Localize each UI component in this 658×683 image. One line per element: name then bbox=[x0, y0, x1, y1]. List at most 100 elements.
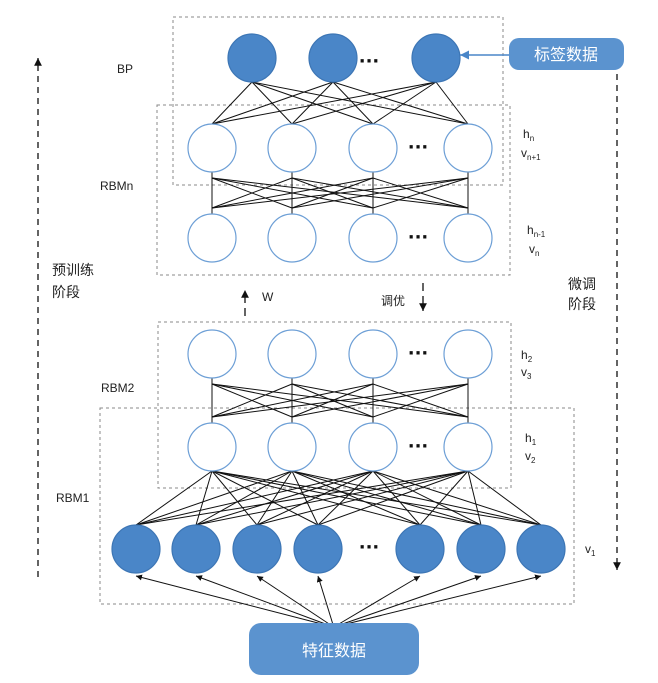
ellipsis-hn1: ··· bbox=[408, 227, 429, 248]
h1-v1-edge bbox=[419, 470, 469, 526]
label-pretrain-2: 阶段 bbox=[52, 285, 80, 301]
rbm2-edge bbox=[291, 383, 374, 418]
label-v3: v3 bbox=[521, 365, 532, 381]
v1-node bbox=[111, 524, 161, 574]
label-vn1: vn+1 bbox=[521, 146, 541, 162]
feature-input-arrow bbox=[316, 575, 334, 625]
label-data-text: 标签数据 bbox=[534, 45, 598, 64]
connections bbox=[135, 81, 542, 625]
h1-v1-edge bbox=[135, 470, 374, 526]
feature-data-text: 特征数据 bbox=[302, 641, 366, 660]
label-finetune-1: 微调 bbox=[568, 277, 596, 293]
label-v2: v2 bbox=[525, 449, 536, 465]
ellipsis-h2: ··· bbox=[408, 343, 429, 364]
h2-node bbox=[348, 329, 398, 379]
label-vn: vn bbox=[529, 242, 539, 258]
rbm2-edge bbox=[291, 383, 469, 418]
hn1-node bbox=[348, 213, 398, 263]
v1-node bbox=[293, 524, 343, 574]
label-rbm1: RBM1 bbox=[56, 491, 90, 505]
bp-hn-edge bbox=[332, 81, 469, 125]
v1-node bbox=[171, 524, 221, 574]
bp-hn-edge bbox=[211, 81, 334, 125]
h1-v1-edge bbox=[211, 470, 319, 526]
h1-v1-edge bbox=[211, 470, 482, 526]
rbm1-box bbox=[99, 407, 575, 605]
h1-node bbox=[443, 422, 493, 472]
hn-node bbox=[267, 123, 317, 173]
h1-v1-edge bbox=[135, 470, 213, 526]
v1-node bbox=[232, 524, 282, 574]
hn-node bbox=[348, 123, 398, 173]
rbmn-edge bbox=[291, 177, 374, 209]
bp-hn-edge bbox=[251, 81, 469, 125]
rbmn-box bbox=[156, 104, 511, 276]
h1-v1-edge bbox=[195, 470, 374, 526]
h1-node bbox=[267, 422, 317, 472]
feature-input-arrow bbox=[256, 575, 330, 625]
bp-hn-edge bbox=[211, 81, 437, 125]
bp-node bbox=[411, 33, 461, 83]
hn-node bbox=[187, 123, 237, 173]
h1-v1-edge bbox=[372, 470, 421, 526]
bp-hn-edge bbox=[372, 81, 437, 125]
label-hn1: hn-1 bbox=[527, 223, 546, 239]
h1-v1-edge bbox=[372, 470, 482, 526]
hn1-node bbox=[187, 213, 237, 263]
hn1-node bbox=[267, 213, 317, 263]
bp-hn-edge bbox=[332, 81, 374, 125]
h1-v1-edge bbox=[317, 470, 374, 526]
bp-hn-edge bbox=[211, 81, 253, 125]
h1-v1-edge bbox=[211, 470, 542, 526]
rbmn-edge bbox=[211, 177, 469, 209]
h1-v1-edge bbox=[317, 470, 469, 526]
rbmn-edge bbox=[211, 177, 374, 209]
label-hn: hn bbox=[523, 127, 534, 143]
ellipsis-hn: ··· bbox=[408, 137, 429, 158]
label-finetune-2: 阶段 bbox=[568, 297, 596, 313]
h1-v1-edge bbox=[291, 470, 482, 526]
h1-v1-edge bbox=[195, 470, 213, 526]
feature-input-arrow bbox=[346, 574, 542, 625]
label-data-pill bbox=[509, 38, 624, 70]
label-rbm2: RBM2 bbox=[101, 381, 135, 395]
h1-v1-edge bbox=[256, 470, 469, 526]
label-bp: BP bbox=[117, 62, 133, 76]
label-v1: v1 bbox=[585, 542, 596, 558]
h1-v1-edge bbox=[135, 470, 469, 526]
nodes bbox=[111, 33, 566, 574]
h1-v1-edge bbox=[256, 470, 374, 526]
label-h1: h1 bbox=[525, 431, 537, 447]
label-h2: h2 bbox=[521, 348, 533, 364]
bp-hn-edge bbox=[435, 81, 469, 125]
bp-hn-edge bbox=[291, 81, 437, 125]
hn-node bbox=[443, 123, 493, 173]
rbmn-edge bbox=[291, 177, 469, 209]
rbmn-edge bbox=[211, 177, 293, 209]
rbm2-edge bbox=[372, 383, 469, 418]
h2-node bbox=[187, 329, 237, 379]
h1-v1-edge bbox=[195, 470, 469, 526]
v1-node bbox=[395, 524, 445, 574]
bp-node bbox=[227, 33, 277, 83]
rbm2-box bbox=[157, 321, 512, 489]
v1-node bbox=[516, 524, 566, 574]
h1-v1-edge bbox=[291, 470, 421, 526]
feature-data-pill bbox=[249, 623, 419, 675]
h1-v1-edge bbox=[195, 470, 293, 526]
bp-node bbox=[308, 33, 358, 83]
h1-v1-edge bbox=[211, 470, 258, 526]
h1-node bbox=[187, 422, 237, 472]
feature-input-arrow bbox=[338, 575, 421, 625]
ellipsis-h1: ··· bbox=[408, 436, 429, 457]
v1-node bbox=[456, 524, 506, 574]
rbmn-edge bbox=[372, 177, 469, 209]
h1-v1-edge bbox=[372, 470, 542, 526]
feature-input-arrow bbox=[342, 575, 482, 625]
label-rbmn: RBMn bbox=[100, 179, 133, 193]
feature-input-arrow bbox=[195, 575, 326, 625]
feature-input-arrow bbox=[135, 574, 323, 625]
label-w: W bbox=[262, 290, 274, 304]
